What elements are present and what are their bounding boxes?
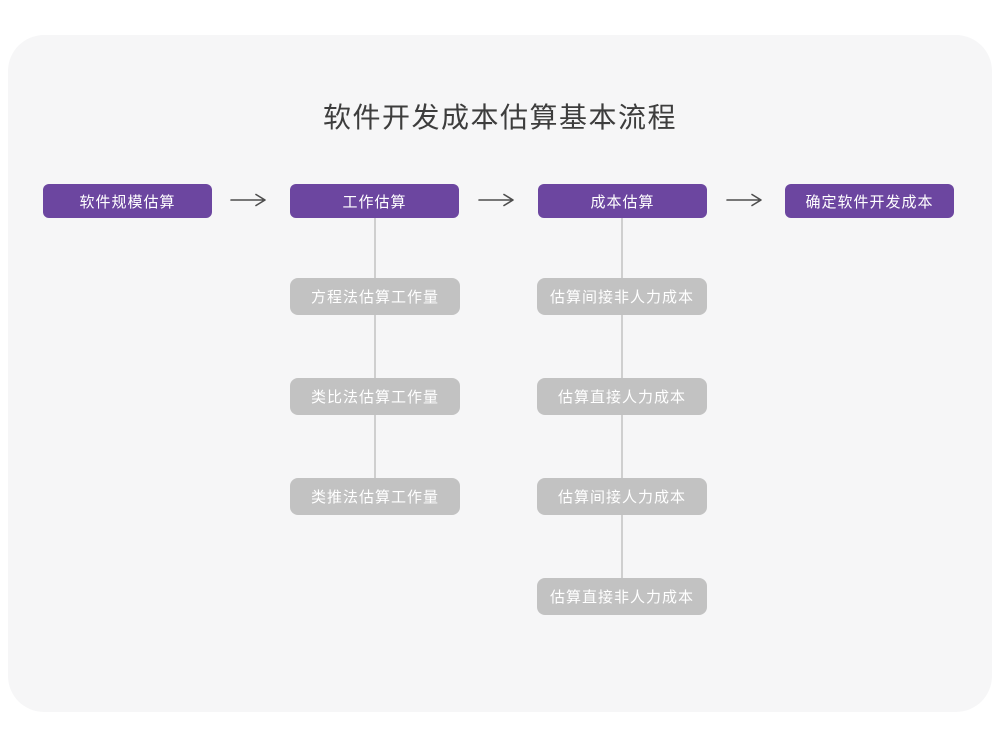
flow-arrow-icon bbox=[725, 191, 765, 209]
diagram-title: 软件开发成本估算基本流程 bbox=[322, 102, 677, 133]
sub-step-box-indirect-labor-cost: 估算间接人力成本 bbox=[537, 478, 707, 515]
flow-arrow-icon bbox=[477, 191, 517, 209]
sub-step-label: 类推法估算工作量 bbox=[310, 489, 439, 506]
stage-box-cost-estimation: 成本估算 bbox=[538, 184, 707, 218]
sub-step-box-direct-non-labor-cost: 估算直接非人力成本 bbox=[537, 578, 707, 615]
stage-box-work-estimation: 工作估算 bbox=[290, 184, 459, 218]
sub-step-box-equation-method: 方程法估算工作量 bbox=[290, 278, 460, 315]
sub-step-box-analogy-method: 类比法估算工作量 bbox=[290, 378, 460, 415]
sub-step-box-extrapolation-method: 类推法估算工作量 bbox=[290, 478, 460, 515]
stage-label: 确定软件开发成本 bbox=[805, 193, 934, 211]
sub-step-label: 估算直接非人力成本 bbox=[549, 589, 694, 606]
stage-label: 成本估算 bbox=[590, 193, 655, 211]
sub-step-box-direct-labor-cost: 估算直接人力成本 bbox=[537, 378, 707, 415]
diagram-card bbox=[8, 35, 992, 712]
flow-arrow-icon bbox=[229, 191, 269, 209]
stage-label: 软件规模估算 bbox=[79, 193, 176, 211]
sub-step-box-indirect-non-labor-cost: 估算间接非人力成本 bbox=[537, 278, 707, 315]
sub-step-label: 估算间接人力成本 bbox=[557, 489, 686, 506]
connector-line-work-estimation bbox=[374, 217, 376, 480]
sub-step-label: 方程法估算工作量 bbox=[310, 289, 439, 306]
sub-step-label: 估算直接人力成本 bbox=[557, 389, 686, 406]
stage-box-software-scale-estimation: 软件规模估算 bbox=[43, 184, 212, 218]
stage-label: 工作估算 bbox=[342, 193, 407, 211]
sub-step-label: 类比法估算工作量 bbox=[310, 389, 439, 406]
stage-box-determine-development-cost: 确定软件开发成本 bbox=[785, 184, 954, 218]
sub-step-label: 估算间接非人力成本 bbox=[549, 289, 694, 306]
